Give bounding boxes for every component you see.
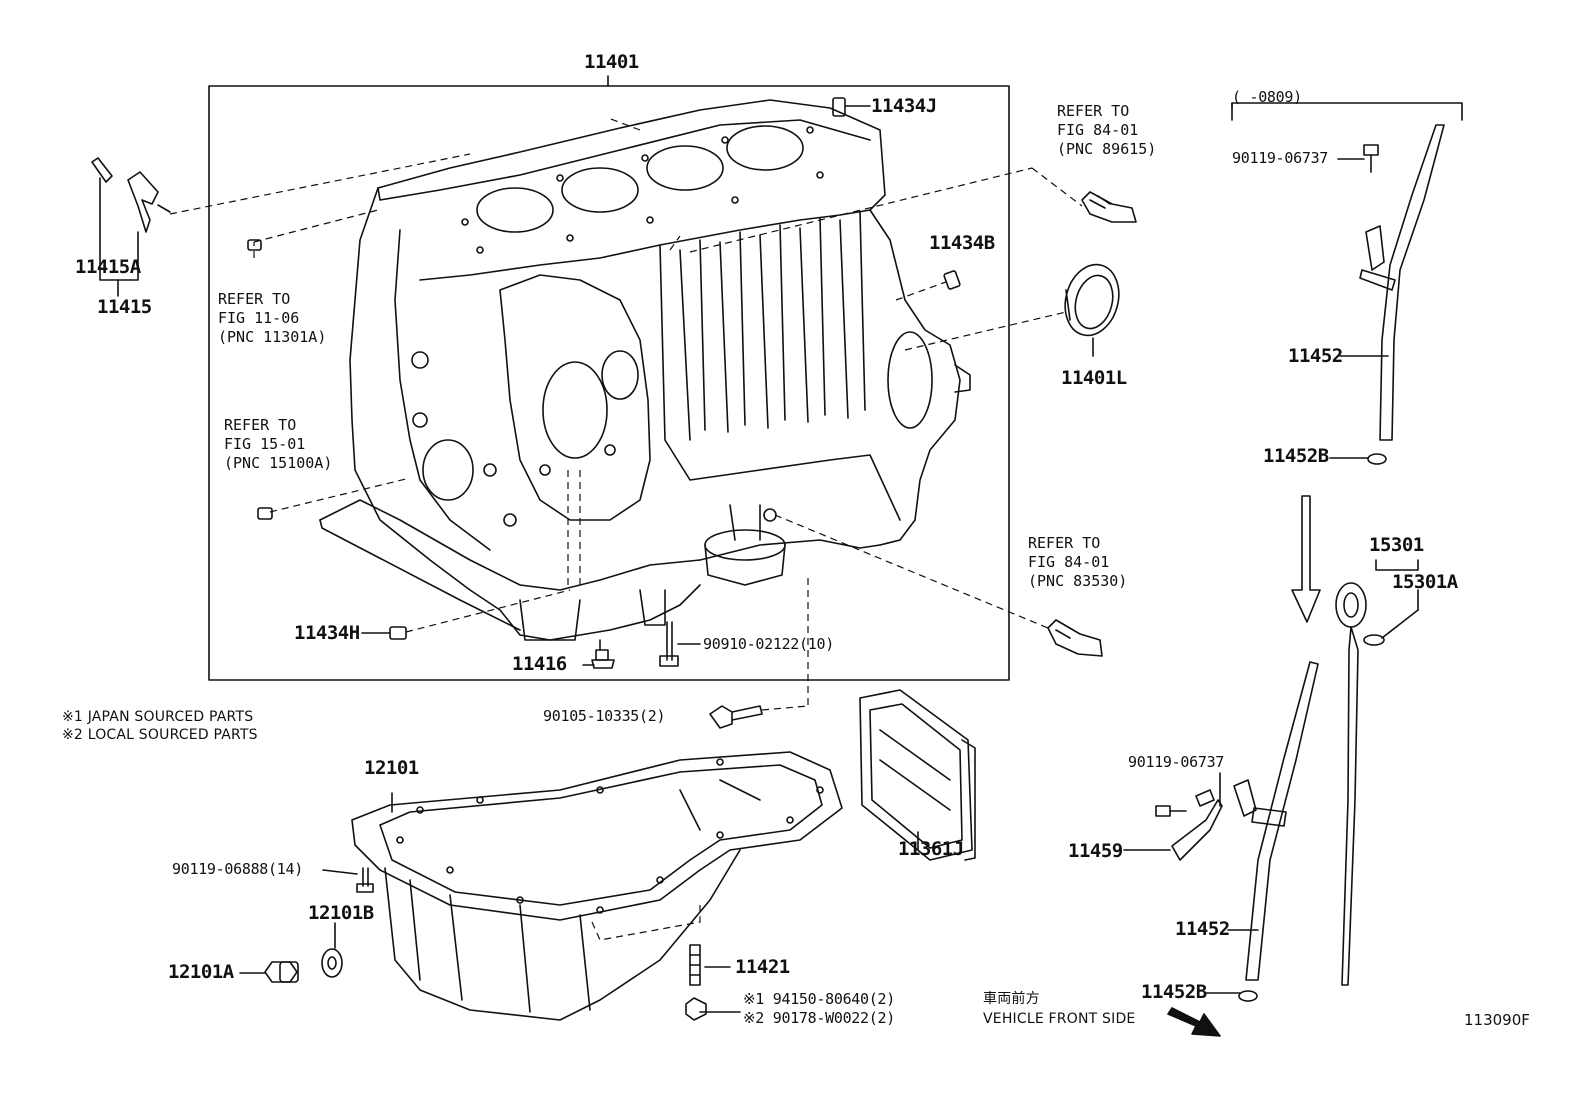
bolt-90910-02122 — [659, 621, 679, 667]
label-11434B: 11434B — [929, 232, 995, 254]
label-11459: 11459 — [1068, 840, 1123, 862]
label-90119-06737-top: 90119-06737 — [1232, 149, 1329, 167]
label-11434J: 11434J — [871, 95, 937, 117]
knock-sensor-top-right — [1081, 191, 1137, 223]
label-11452B-bottom: 11452B — [1141, 981, 1207, 1003]
label-11415: 11415 — [97, 296, 152, 318]
label-11415A: 11415A — [75, 256, 141, 278]
direction-label-en: VEHICLE FRONT SIDE — [983, 1011, 1136, 1027]
label-11452-top: 11452 — [1288, 345, 1343, 367]
label-11401: 11401 — [584, 51, 639, 73]
label-11401L: 11401L — [1061, 367, 1127, 389]
direction-arrow — [1291, 495, 1321, 623]
label-90105-10335: 90105-10335(2) — [543, 707, 666, 725]
label-11452-bottom: 11452 — [1175, 918, 1230, 940]
drain-plug-12101A — [264, 961, 299, 983]
note-japan-sourced: ※1 JAPAN SOURCED PARTS — [62, 709, 254, 725]
oil-pan-drawing — [351, 751, 843, 1021]
front-arrow — [1167, 1007, 1221, 1037]
knock-pin-11434J — [832, 97, 846, 117]
o-ring-15301A — [1363, 634, 1385, 646]
label-15301A: 15301A — [1392, 571, 1458, 593]
label-90119-06888: 90119-06888(14) — [172, 860, 303, 878]
o-ring-11452B-bottom — [1238, 990, 1258, 1002]
note-local-sourced: ※2 LOCAL SOURCED PARTS — [62, 727, 258, 743]
bolt-90119-06888 — [356, 867, 374, 893]
label-11421: 11421 — [735, 956, 790, 978]
label-11361J: 11361J — [898, 838, 964, 860]
reference-fig-84-01-pnc-83530: REFER TO FIG 84-01 (PNC 83530) — [1028, 534, 1128, 590]
oil-seal-11401L — [1064, 263, 1120, 337]
nut-94150 — [685, 997, 707, 1021]
bolt-90119-06737-top — [1363, 144, 1379, 173]
direction-label-jp: 車両前方 — [983, 991, 1040, 1007]
label-11434H: 11434H — [294, 622, 360, 644]
dipstick-guide-bottom — [1233, 661, 1319, 981]
label-90178-W0022: ※2 90178-W0022(2) — [743, 1009, 895, 1027]
stud-11421 — [689, 944, 701, 986]
reference-fig-84-01-pnc-89615: REFER TO FIG 84-01 (PNC 89615) — [1057, 102, 1157, 158]
reference-fig-11-06: REFER TO FIG 11-06 (PNC 11301A) — [218, 290, 327, 346]
label-date-range: ( -0809) — [1232, 88, 1302, 106]
dipstick-15301 — [1335, 582, 1367, 986]
bolt-90119-06737-bottom — [1155, 805, 1187, 817]
bracket-11459 — [1171, 789, 1223, 861]
label-94150-80640: ※1 94150-80640(2) — [743, 990, 895, 1008]
label-90910-02122: 90910-02122(10) — [703, 635, 834, 653]
cylinder-block-drawing — [319, 99, 971, 641]
label-90119-06737-bottom: 90119-06737 — [1128, 753, 1225, 771]
drain-gasket-12101B — [321, 948, 343, 978]
label-11452B-top: 11452B — [1263, 445, 1329, 467]
o-ring-11452B-top — [1367, 453, 1387, 465]
bolt-90105-10335 — [709, 705, 763, 729]
bolt-11416 — [591, 639, 615, 669]
label-12101A: 12101A — [168, 961, 234, 983]
label-12101B: 12101B — [308, 902, 374, 924]
label-11416: 11416 — [512, 653, 567, 675]
label-12101: 12101 — [364, 757, 419, 779]
reference-fig-15-01: REFER TO FIG 15-01 (PNC 15100A) — [224, 416, 333, 472]
label-15301: 15301 — [1369, 534, 1424, 556]
figure-id: 113090F — [1464, 1011, 1530, 1029]
drain-cock-11415 — [91, 157, 171, 233]
baffle-plate-11361J — [859, 689, 976, 861]
cylinder-block-frame — [208, 85, 1010, 681]
dipstick-guide-top — [1359, 124, 1445, 441]
sensor-83530 — [1047, 619, 1103, 657]
